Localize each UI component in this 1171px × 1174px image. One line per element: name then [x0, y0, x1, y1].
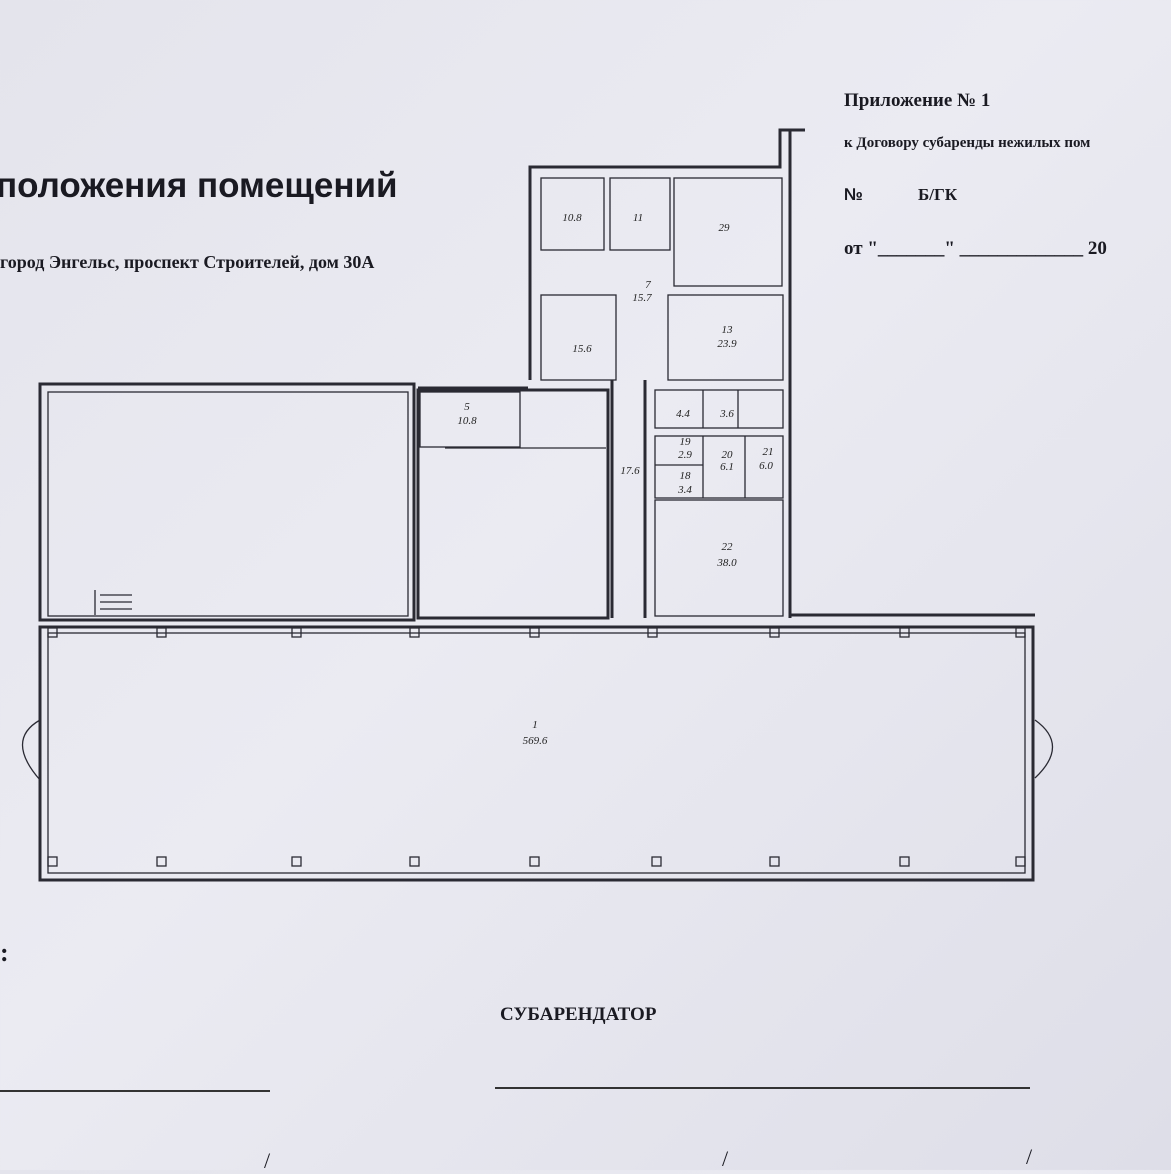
room-area: 11	[633, 212, 643, 224]
room-19-num: 19	[680, 436, 692, 448]
subtenant-label: СУБАРЕНДАТОР	[500, 1004, 657, 1025]
room-area: 29	[719, 222, 731, 234]
room-20-num: 20	[722, 449, 734, 461]
subtenant-signature-line	[495, 1087, 1030, 1089]
slash: /	[264, 1148, 271, 1173]
room-5-area: 10.8	[457, 415, 477, 427]
room-7-num: 7	[645, 279, 651, 291]
room-22-area: 38.0	[716, 557, 737, 569]
landlord-signature-line	[0, 1090, 270, 1092]
room-22-num: 22	[722, 541, 734, 553]
room-20-area: 6.1	[720, 461, 734, 473]
appendix-title: Приложение № 1	[844, 90, 991, 111]
room-1-num: 1	[532, 719, 538, 731]
room-18-num: 18	[680, 470, 692, 482]
room-area: 15.6	[572, 343, 592, 355]
room-area: 17.6	[620, 465, 640, 477]
date-line: от "_______" _____________ 20	[844, 238, 1107, 259]
room-19-area: 2.9	[678, 449, 692, 461]
contract-subtitle: к Договору субаренды нежилых пом	[844, 135, 1091, 151]
room-area: 10.8	[562, 212, 582, 224]
room-13-area: 23.9	[717, 338, 737, 350]
room-21-num: 21	[763, 446, 774, 458]
slash: /	[722, 1146, 729, 1171]
room-13-num: 13	[722, 324, 734, 336]
room-5-num: 5	[464, 401, 470, 413]
slash: /	[1026, 1144, 1033, 1169]
landlord-colon: :	[0, 938, 9, 967]
address: город Энгельс, проспект Строителей, дом …	[0, 252, 375, 272]
room-area: 3.6	[719, 408, 734, 420]
room-7-area: 15.7	[632, 292, 652, 304]
room-labels: 1 569.6 5 10.8 10.8 11 29 7 15.7 15.6 13…	[457, 212, 773, 747]
number-value: Б/ГК	[918, 185, 958, 204]
room-area: 4.4	[676, 408, 690, 420]
room-1-area: 569.6	[523, 735, 548, 747]
room-18-area: 3.4	[677, 484, 692, 496]
number-label: №	[844, 185, 863, 204]
page-title: положения помещений	[0, 166, 398, 205]
room-21-area: 6.0	[759, 460, 773, 472]
